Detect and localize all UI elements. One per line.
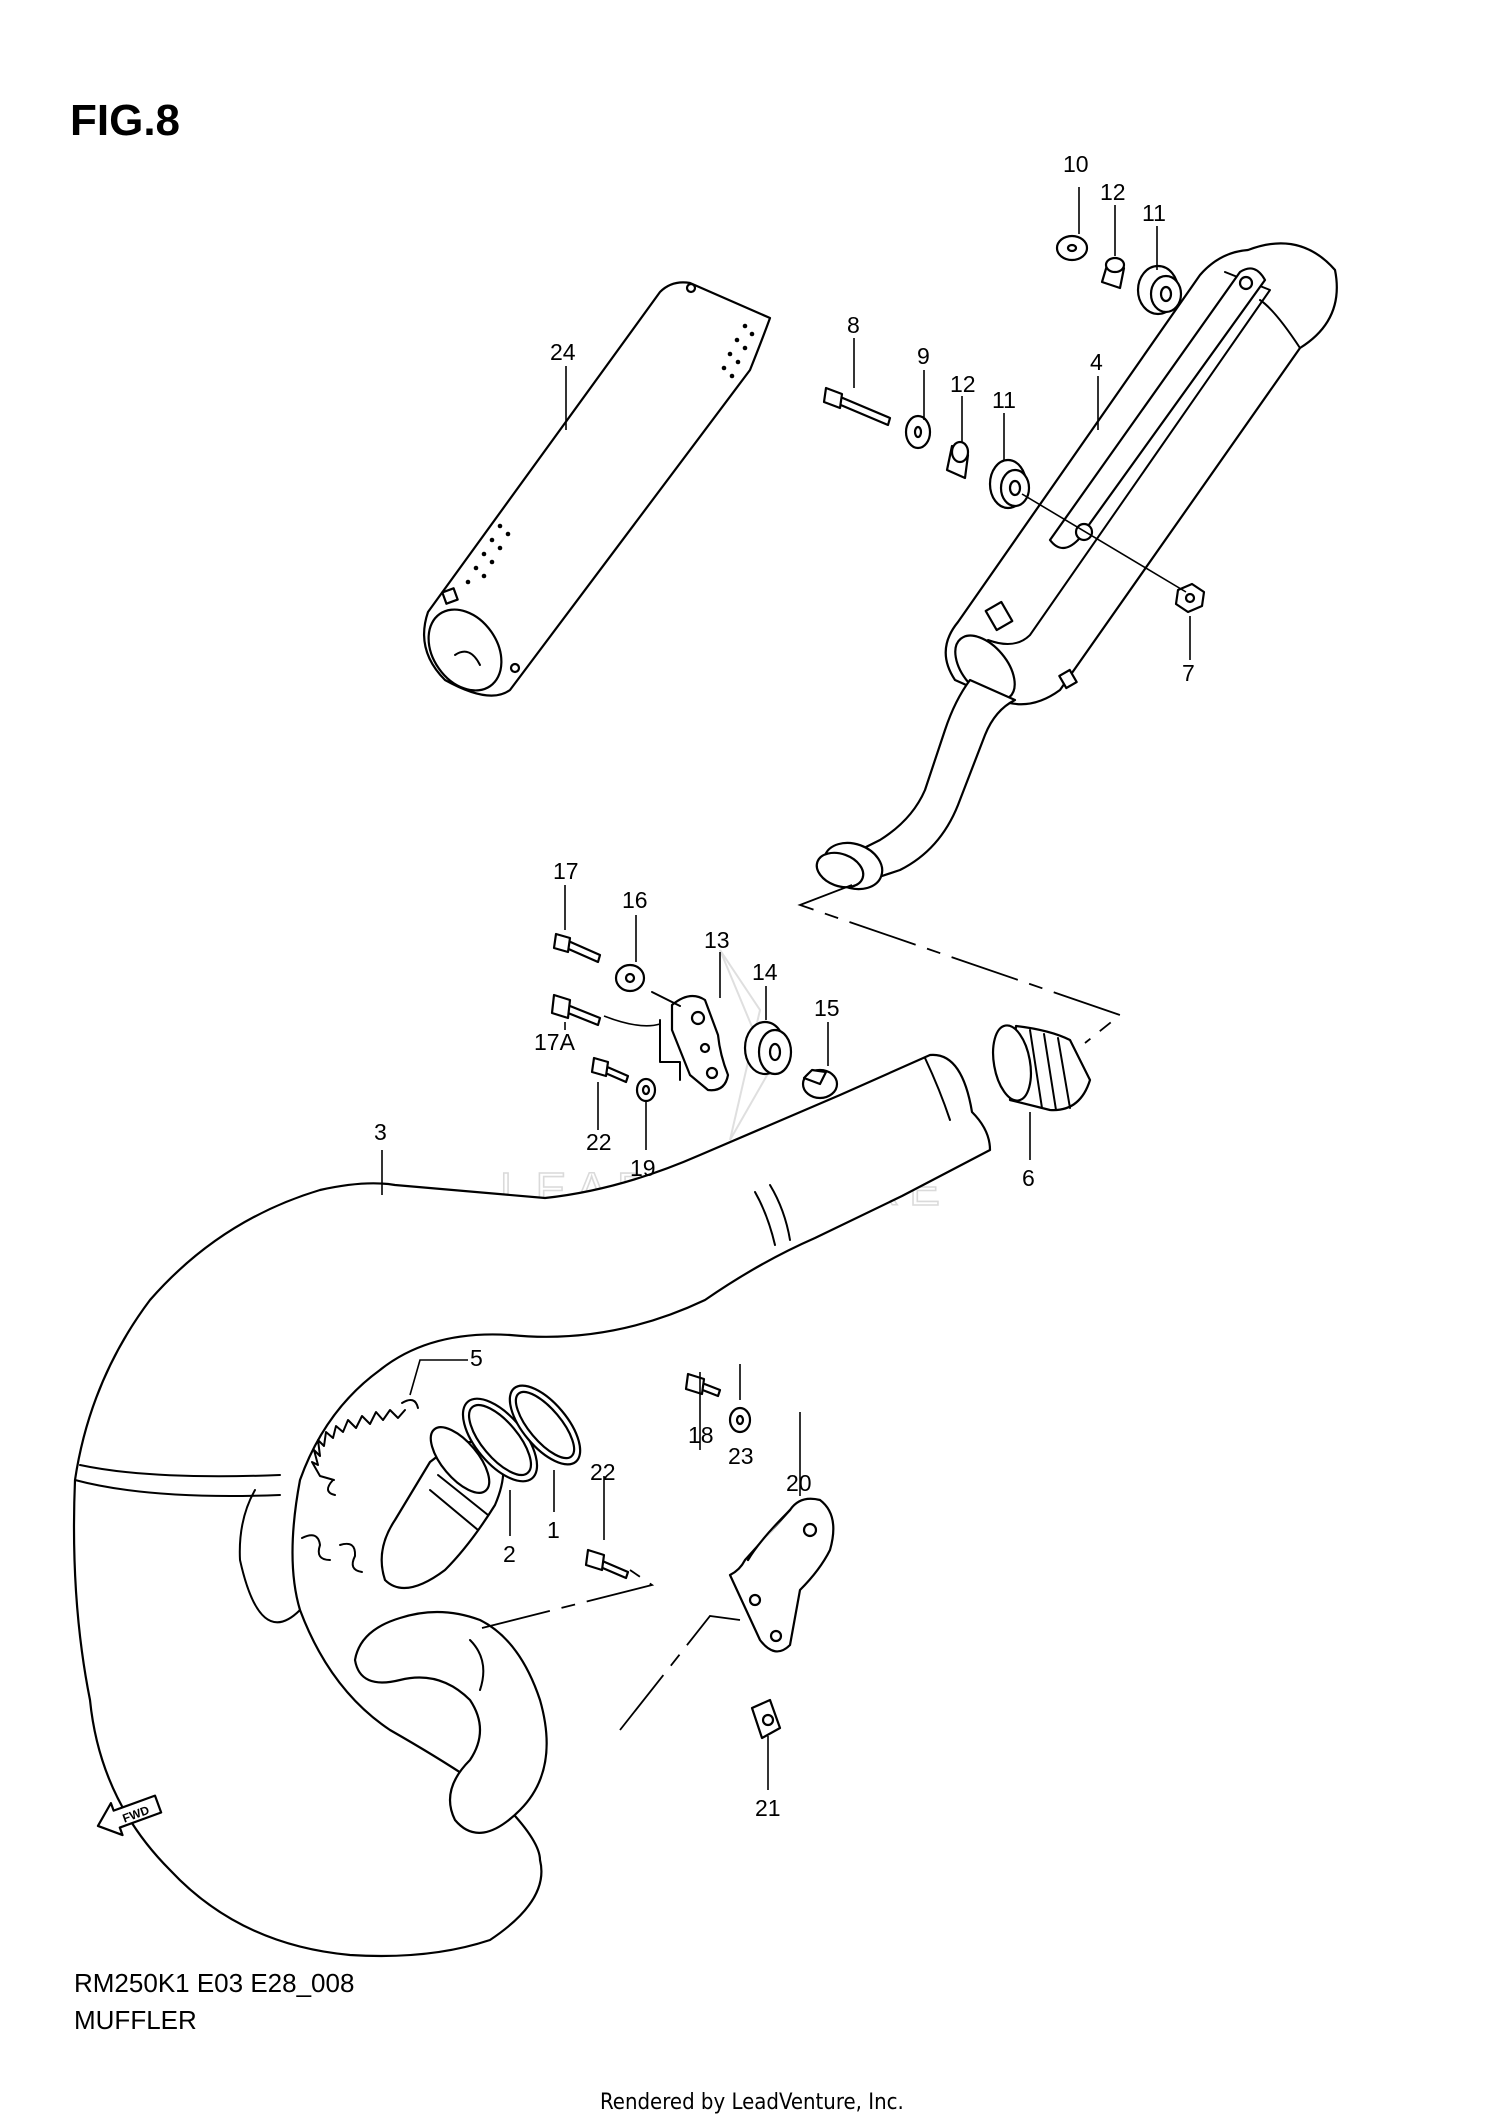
part-24-heat-shield bbox=[423, 281, 772, 697]
part-1-o-ring bbox=[508, 1384, 582, 1466]
part-20-bracket bbox=[728, 1497, 835, 1653]
silencer-inlet-pipe bbox=[815, 678, 1017, 891]
rendered-by-credit: Rendered by LeadVenture, Inc. bbox=[600, 2090, 904, 2115]
callout-19: 19 bbox=[630, 1155, 656, 1181]
callout-22-lower: 22 bbox=[590, 1459, 616, 1485]
callout-9: 9 bbox=[917, 343, 930, 369]
callout-16: 16 bbox=[622, 887, 648, 913]
callout-8: 8 bbox=[847, 312, 860, 338]
part-12-collar-upper bbox=[1100, 256, 1126, 290]
assembly-line-chamber-to-bracket bbox=[619, 1615, 741, 1731]
callout-20: 20 bbox=[786, 1470, 812, 1496]
part-8-bolt bbox=[822, 386, 892, 427]
part-18-bolt bbox=[684, 1372, 722, 1398]
part-22-bolt-lower bbox=[584, 1548, 630, 1580]
callout-6: 6 bbox=[1022, 1165, 1035, 1191]
figure-name: MUFFLER bbox=[74, 2005, 197, 2035]
part-13-bracket bbox=[670, 994, 730, 1092]
callout-2: 2 bbox=[503, 1541, 516, 1567]
fwd-arrow-icon: FWD bbox=[96, 1794, 163, 1837]
callout-4: 4 bbox=[1090, 349, 1103, 375]
callout-18: 18 bbox=[688, 1422, 714, 1448]
callout-12-lower: 12 bbox=[950, 371, 976, 397]
callout-11-lower: 11 bbox=[992, 387, 1016, 413]
part-12-collar bbox=[945, 440, 970, 480]
callout-13: 13 bbox=[704, 927, 730, 953]
callout-11-upper: 11 bbox=[1142, 200, 1166, 226]
part-4-silencer bbox=[944, 242, 1338, 706]
part-15-collar bbox=[801, 1068, 839, 1100]
vent-holes-bottom bbox=[465, 523, 511, 585]
part-11-grommet-upper bbox=[1136, 264, 1183, 316]
part-22-bolt bbox=[590, 1056, 630, 1084]
callout-1: 1 bbox=[547, 1517, 560, 1543]
callout-12-upper: 12 bbox=[1100, 179, 1126, 205]
part-5-spring bbox=[311, 1398, 419, 1496]
figure-code: RM250K1 E03 E28_008 bbox=[74, 1968, 355, 1998]
part-17a-bolt bbox=[550, 993, 602, 1027]
callout-3: 3 bbox=[374, 1119, 387, 1145]
part-21-clip-nut bbox=[750, 1698, 782, 1740]
figure-title: FIG.8 bbox=[70, 96, 181, 145]
part-14-rubber-mount bbox=[743, 1020, 793, 1076]
callout-10: 10 bbox=[1063, 151, 1089, 177]
callout-5: 5 bbox=[470, 1345, 483, 1371]
assembly-line-pipe-to-connector bbox=[797, 884, 1122, 1044]
part-17-bolt bbox=[552, 932, 602, 964]
callout-22-upper: 22 bbox=[586, 1129, 612, 1155]
part-3-expansion-chamber bbox=[72, 1053, 992, 1958]
callout-15: 15 bbox=[814, 995, 840, 1021]
vent-holes-top bbox=[721, 323, 755, 379]
spring-hook bbox=[301, 1534, 363, 1573]
callout-24: 24 bbox=[550, 339, 576, 365]
callout-17a: 17A bbox=[534, 1029, 576, 1055]
callout-14: 14 bbox=[752, 959, 778, 985]
assembly-line-bracket bbox=[481, 1569, 655, 1629]
callout-7: 7 bbox=[1182, 660, 1195, 686]
callout-23: 23 bbox=[728, 1443, 754, 1469]
part-2-gasket bbox=[461, 1397, 539, 1483]
callout-21: 21 bbox=[755, 1795, 781, 1821]
callout-17: 17 bbox=[553, 858, 579, 884]
part-6-connector bbox=[991, 1024, 1092, 1112]
part-11-grommet bbox=[988, 458, 1031, 510]
